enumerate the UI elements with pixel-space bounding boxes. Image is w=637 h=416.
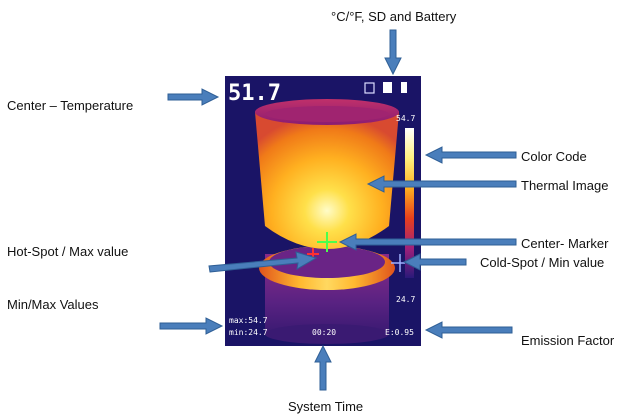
color-scale-bar [405, 128, 414, 278]
arrow-center-temperature-clean [167, 88, 220, 106]
arrow-min-max [159, 317, 224, 335]
label-system-time: System Time [288, 399, 364, 414]
center-temperature-value: 51.7 [228, 81, 281, 106]
label-color-code: Color Code [521, 149, 587, 164]
scale-min-value: 24.7 [396, 295, 416, 304]
battery-icon [401, 82, 407, 93]
thermal-image [225, 76, 421, 346]
sd-card-icon [383, 82, 392, 93]
unit-icon [364, 82, 375, 94]
label-emission-factor: Emission Factor [521, 333, 615, 348]
arrow-center-marker [338, 233, 517, 251]
max-value-line: max:54.7 [229, 316, 268, 325]
min-value-line: min:24.7 [229, 328, 268, 337]
arrow-system-time [314, 344, 332, 391]
arrow-cold-spot [402, 253, 467, 271]
label-hot-spot: Hot-Spot / Max value [7, 244, 129, 259]
arrow-thermal-image [366, 175, 517, 193]
arrow-color-code-clean [424, 146, 517, 164]
label-cold-spot: Cold-Spot / Min value [480, 255, 605, 270]
center-marker [317, 232, 337, 252]
system-time-value: 00:20 [312, 328, 337, 337]
label-thermal-image: Thermal Image [521, 178, 609, 193]
arrow-top-clean [384, 29, 402, 76]
emission-factor-value: E:0.95 [385, 328, 414, 337]
label-min-max-values: Min/Max Values [7, 297, 99, 312]
label-center-temperature: Center – Temperature [7, 98, 134, 113]
label-center-marker: Center- Marker [521, 236, 609, 251]
thermal-screen: 51.7 54.7 24.7 max:54.7 min:24.7 00:20 E… [225, 76, 421, 346]
label-top: °C/°F, SD and Battery [331, 9, 457, 24]
scale-max-value: 54.7 [396, 114, 416, 123]
arrow-emission-factor [424, 321, 513, 339]
arrow-hot-spot [208, 251, 318, 273]
